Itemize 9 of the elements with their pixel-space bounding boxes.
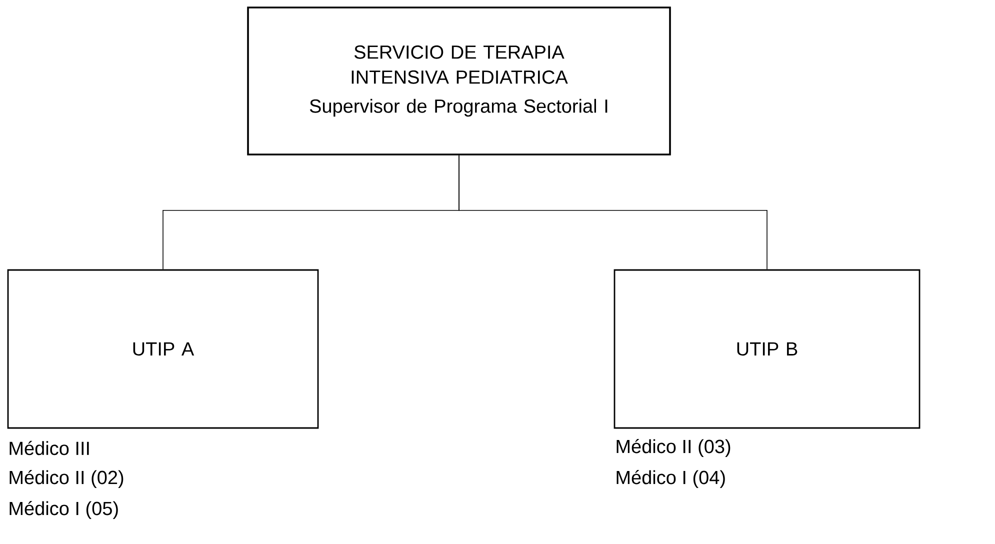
org-box: SERVICIO DE TERAPIA INTENSIVA PEDIATRICA Supervisor de Programa Sectorial I	[247, 6, 671, 156]
connector-line	[458, 155, 768, 270]
staff-label: Médico II (02)	[10, 470, 124, 488]
staff-label: Médico III	[10, 440, 89, 456]
org-box: UTIP B	[614, 269, 920, 429]
staff-label: Médico II (03)	[616, 439, 730, 457]
staff-label: Médico I (05)	[10, 501, 118, 519]
staff-label: Médico I (04)	[616, 470, 725, 488]
org-box: UTIP A	[7, 269, 319, 429]
